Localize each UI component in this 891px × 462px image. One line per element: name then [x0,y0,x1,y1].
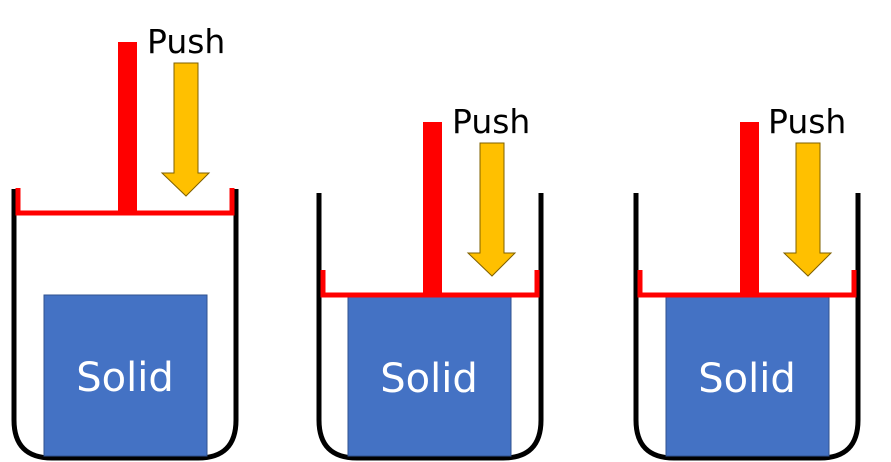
container [11,189,239,461]
panel-3: Solid Push [633,102,861,461]
push-arrow-icon [782,142,833,277]
push-arrow-icon [160,62,211,197]
piston-rod [740,122,759,296]
container [633,193,861,461]
piston-rod [118,42,137,214]
push-label: Push [768,102,846,141]
push-arrow-icon [466,142,517,277]
solid-label: Solid [76,355,173,401]
solid-label: Solid [698,356,795,402]
panel-1: Solid Push [11,22,239,461]
container [316,193,544,461]
panel-2: Solid Push [316,102,544,461]
piston-rod [423,122,442,296]
solid-block [43,294,208,457]
push-label: Push [452,102,530,141]
push-label: Push [147,22,225,61]
solid-label: Solid [380,356,477,402]
